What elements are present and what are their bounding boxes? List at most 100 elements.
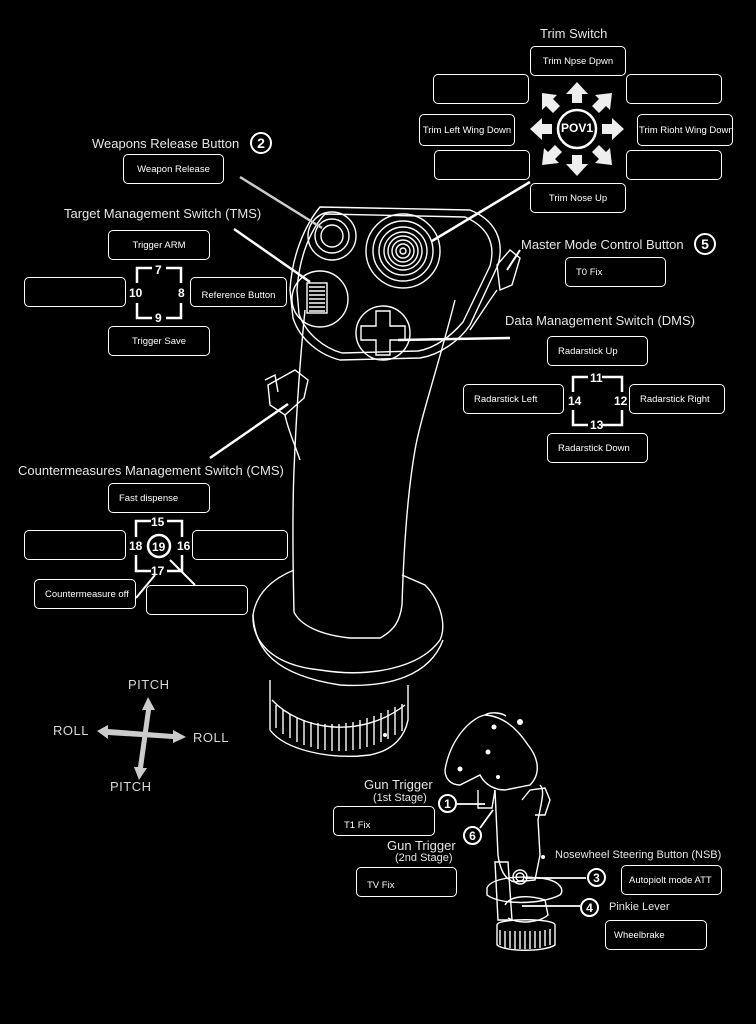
cms-num-right: 16 bbox=[177, 539, 191, 553]
pinkie-field[interactable]: Wheelbrake bbox=[605, 920, 707, 950]
trim-switch-title: Trim Switch bbox=[540, 26, 608, 41]
tms-num-down: 9 bbox=[155, 311, 162, 325]
dms-up-field[interactable]: Radarstick Up bbox=[547, 336, 648, 366]
tms-num-left: 10 bbox=[129, 286, 143, 300]
cms-bracket bbox=[134, 519, 184, 573]
pov-center-ring bbox=[556, 108, 598, 150]
base-wheel bbox=[269, 680, 409, 757]
arrow-down-right bbox=[592, 145, 612, 165]
leader-trim bbox=[431, 180, 531, 243]
leader-weapon-release bbox=[239, 175, 323, 230]
gun-trigger-1-field[interactable]: T1 Fix bbox=[333, 806, 435, 836]
dms-left-field[interactable]: Radarstick Left bbox=[463, 384, 564, 414]
nsb-button bbox=[512, 869, 528, 885]
gun-trigger-2-subtitle: (2nd Stage) bbox=[395, 852, 453, 864]
cms-switch bbox=[267, 369, 309, 416]
tms-up-field[interactable]: Trigger ARM bbox=[108, 230, 210, 260]
stick-shaft-right bbox=[401, 299, 456, 606]
gun-trigger-2-title: Gun Trigger bbox=[387, 838, 456, 853]
trim-down-left-field[interactable] bbox=[434, 150, 530, 180]
cms-title: Countermeasures Management Switch (CMS) bbox=[18, 463, 284, 478]
dms-num-down: 13 bbox=[590, 418, 604, 432]
cms-up-field[interactable]: Fast dispense bbox=[108, 483, 210, 513]
dms-bracket bbox=[571, 375, 624, 427]
cms-num-down: 17 bbox=[151, 564, 165, 578]
dms-down-field[interactable]: Radarstick Down bbox=[547, 433, 648, 463]
base-top bbox=[252, 569, 444, 674]
pitch-arrow bbox=[134, 697, 155, 780]
arrow-up-left bbox=[542, 93, 560, 113]
tms-title: Target Management Switch (TMS) bbox=[64, 206, 262, 221]
master-mode-button bbox=[496, 249, 521, 292]
cms-center-ring bbox=[146, 533, 172, 559]
tms-bracket bbox=[135, 266, 183, 320]
pitch-bottom-label: PITCH bbox=[110, 779, 152, 794]
stick-shaft-left bbox=[292, 309, 306, 613]
pitch-roll-arrows bbox=[97, 697, 186, 780]
arrow-up bbox=[566, 82, 588, 103]
trim-up-right-field[interactable] bbox=[626, 74, 722, 104]
roll-left-label: ROLL bbox=[53, 723, 89, 738]
cms-right-field[interactable] bbox=[192, 530, 288, 560]
arrow-up-right bbox=[592, 93, 612, 113]
tms-ring bbox=[291, 270, 349, 328]
arrow-right bbox=[602, 118, 624, 140]
gun-trigger-2-badge: 6 bbox=[463, 826, 482, 845]
dms-ring bbox=[355, 305, 411, 361]
nsb-badge: 3 bbox=[587, 868, 606, 887]
tms-num-up: 7 bbox=[155, 263, 162, 277]
stick-head-outline bbox=[289, 206, 501, 361]
tms-right-field[interactable]: Reference Button bbox=[190, 277, 287, 307]
dms-num-left: 14 bbox=[568, 394, 582, 408]
arrow-down-left bbox=[542, 145, 562, 165]
cms-num-left: 18 bbox=[129, 539, 143, 553]
cms-num-center: 19 bbox=[152, 540, 166, 554]
weapons-release-badge: 2 bbox=[250, 132, 272, 154]
leader-tms bbox=[233, 227, 311, 284]
tms-down-field[interactable]: Trigger Save bbox=[108, 326, 210, 356]
gun-trigger-1-badge: 1 bbox=[438, 794, 457, 813]
leader-dms bbox=[397, 336, 511, 342]
master-mode-badge: 5 bbox=[694, 233, 716, 255]
leader-cms-17 bbox=[135, 574, 156, 599]
nsb-field[interactable]: Autopiolt mode ATT bbox=[621, 865, 722, 895]
arrow-left bbox=[530, 118, 552, 140]
dms-num-right: 12 bbox=[614, 394, 628, 408]
dms-title: Data Management Switch (DMS) bbox=[505, 313, 696, 328]
dms-right-field[interactable]: Radarstick Right bbox=[629, 384, 725, 414]
nsb-title: Nosewheel Steering Button (NSB) bbox=[555, 849, 722, 861]
leader-cms bbox=[209, 402, 289, 460]
master-mode-field[interactable]: T0 Fix bbox=[565, 257, 666, 287]
trim-up-field[interactable]: Trim Npse Dpwn bbox=[530, 46, 626, 76]
roll-right-label: ROLL bbox=[193, 730, 229, 745]
arrow-down bbox=[566, 155, 588, 176]
trim-left-field[interactable]: Trim Left Wing Down bbox=[419, 114, 515, 146]
pov-arrows bbox=[530, 82, 624, 176]
weapons-release-title: Weapons Release Button bbox=[92, 136, 240, 151]
cms-down-left-field[interactable]: Countermeasure off bbox=[34, 579, 136, 609]
cms-left-field[interactable] bbox=[24, 530, 126, 560]
base-wheel-ridges bbox=[275, 704, 403, 751]
side-view-dots bbox=[383, 719, 545, 859]
cms-num-up: 15 bbox=[151, 515, 165, 529]
gun-trigger-1-subtitle: (1st Stage) bbox=[373, 792, 427, 804]
trim-down-right-field[interactable] bbox=[626, 150, 722, 180]
pov1-label: POV1 bbox=[560, 121, 593, 135]
trim-up-left-field[interactable] bbox=[433, 74, 529, 104]
cms-down-right-field[interactable] bbox=[146, 585, 248, 615]
trim-right-field[interactable]: Trim Rioht Wing Down bbox=[637, 114, 733, 146]
pinkie-badge: 4 bbox=[580, 898, 599, 917]
pinkie-title: Pinkie Lever bbox=[609, 901, 670, 913]
side-view-joystick bbox=[444, 712, 586, 951]
roll-arrow bbox=[97, 725, 186, 743]
weapons-release-field[interactable]: Weapon Release bbox=[123, 154, 224, 184]
stick-head-inner bbox=[296, 213, 493, 354]
trim-hat-ring bbox=[365, 213, 441, 289]
gun-trigger-2-field[interactable]: TV Fix bbox=[356, 867, 457, 897]
master-mode-title: Master Mode Control Button bbox=[521, 237, 684, 252]
gun-trigger-1-title: Gun Trigger bbox=[364, 777, 433, 792]
tms-left-field[interactable] bbox=[24, 277, 126, 307]
pitch-top-label: PITCH bbox=[128, 677, 170, 692]
trim-down-field[interactable]: Trim Nose Up bbox=[530, 183, 626, 213]
